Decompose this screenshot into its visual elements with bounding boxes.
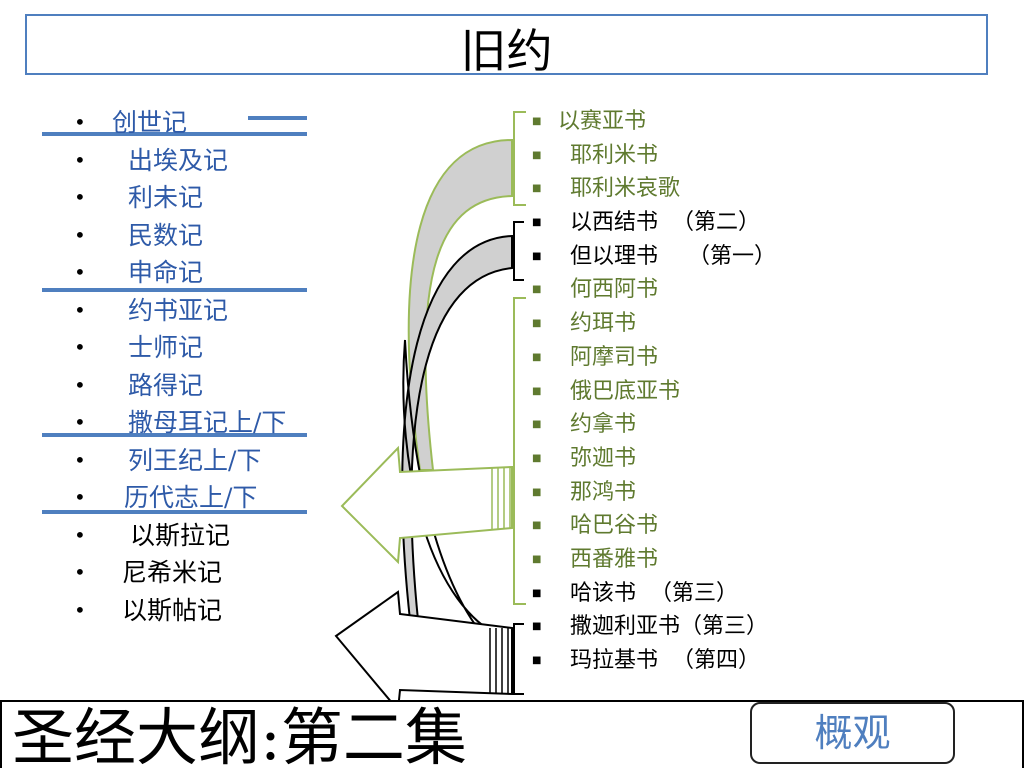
book-label: 俄巴底亚书 [570, 378, 681, 404]
square-bullet-icon: ■ [532, 318, 542, 330]
book-label: 约拿书 [570, 412, 637, 438]
book-note: （第三） [650, 580, 739, 606]
book-note: （第四） [672, 648, 761, 673]
book-label: 列王纪上/下 [128, 445, 262, 475]
bullet-icon: • [74, 597, 86, 622]
bullet-icon: • [74, 410, 86, 434]
bullet-icon: • [74, 447, 86, 472]
square-bullet-icon: ■ [532, 419, 542, 431]
book-label: 哈巴谷书 [570, 513, 659, 539]
book-label: 以斯拉记 [130, 520, 231, 550]
book-label: 弥迦书 [570, 445, 637, 471]
bullet-icon: • [74, 222, 86, 247]
book-label: 约书亚记 [128, 295, 229, 325]
square-bullet-icon: ■ [532, 385, 542, 397]
title-box: 旧约 [25, 14, 988, 78]
black-swoop-line [402, 339, 509, 661]
book-label: 玛拉基书（第四） [570, 648, 761, 673]
footer-right-edge [1022, 700, 1024, 768]
square-bullet-icon: ■ [532, 116, 542, 127]
book-label: 路得记 [128, 370, 204, 400]
square-bullet-icon: ■ [532, 217, 542, 229]
bracket-ezekiel-daniel [513, 221, 524, 281]
book-label: 耶利米书 [570, 142, 659, 168]
bracket-major-prophets [513, 111, 526, 206]
green-arrow-stripes [491, 467, 511, 530]
square-bullet-icon: ■ [532, 587, 542, 599]
overview-button[interactable]: 概观 [750, 702, 955, 764]
book-label: 以斯帖记 [122, 595, 223, 625]
black-arrow-stripes [489, 628, 509, 694]
book-label: 利未记 [128, 183, 204, 212]
bullet-icon: • [74, 147, 86, 172]
bullet-icon: • [74, 372, 86, 397]
book-note: （第二） [672, 210, 761, 236]
bullet-icon: • [74, 522, 86, 547]
book-label: 何西阿书 [570, 277, 659, 303]
bullet-icon: • [74, 485, 86, 509]
book-label: 撒迦利亚书（第三） [570, 614, 769, 640]
square-bullet-icon: ■ [532, 553, 542, 565]
bullet-icon: • [74, 185, 86, 209]
green-curved-arrow [407, 138, 513, 471]
book-label: 那鸿书 [570, 479, 637, 505]
bullet-icon: • [74, 335, 86, 359]
book-label: 约珥书 [570, 311, 637, 337]
square-bullet-icon: ■ [532, 149, 542, 161]
green-block-arrow [340, 445, 513, 565]
book-label: 历代志上/下 [124, 483, 258, 512]
book-label: 但以理书（第一） [570, 243, 777, 269]
black-block-arrow [334, 590, 513, 713]
book-label: 尼希米记 [122, 558, 223, 587]
square-bullet-icon: ■ [532, 351, 542, 363]
bullet-icon: • [74, 110, 86, 134]
square-bullet-icon: ■ [532, 183, 542, 195]
book-label: 以赛亚书 [558, 109, 647, 134]
book-note: （第一） [688, 243, 777, 269]
bracket-post-exile [513, 623, 524, 695]
square-bullet-icon: ■ [532, 621, 542, 633]
book-label: 士师记 [128, 333, 204, 362]
book-label: 创世记 [112, 108, 188, 137]
book-label: 哈该书（第三） [570, 580, 739, 606]
bullet-icon: • [74, 260, 86, 284]
book-label: 以西结书（第二） [570, 210, 761, 236]
page-title: 旧约 [460, 24, 553, 78]
book-label: 西番雅书 [570, 546, 659, 572]
square-bullet-icon: ■ [532, 452, 542, 464]
book-label: 耶利米哀歌 [570, 176, 681, 202]
square-bullet-icon: ■ [532, 655, 542, 666]
footer-left-edge [0, 700, 2, 768]
book-label: 出埃及记 [128, 145, 229, 175]
book-label: 民数记 [128, 220, 204, 250]
square-bullet-icon: ■ [532, 520, 542, 532]
square-bullet-icon: ■ [532, 250, 542, 262]
square-bullet-icon: ■ [532, 284, 542, 296]
bracket-minor-prophets [513, 297, 526, 605]
book-label: 撒母耳记上/下 [128, 408, 287, 437]
bullet-icon: • [74, 560, 86, 584]
bullet-icon: • [74, 297, 86, 322]
square-bullet-icon: ■ [532, 486, 542, 498]
series-title: 圣经大纲:第二集 [12, 701, 467, 768]
book-label: 阿摩司书 [570, 344, 659, 370]
book-note: （第三） [680, 614, 769, 640]
book-label: 申命记 [128, 258, 204, 287]
